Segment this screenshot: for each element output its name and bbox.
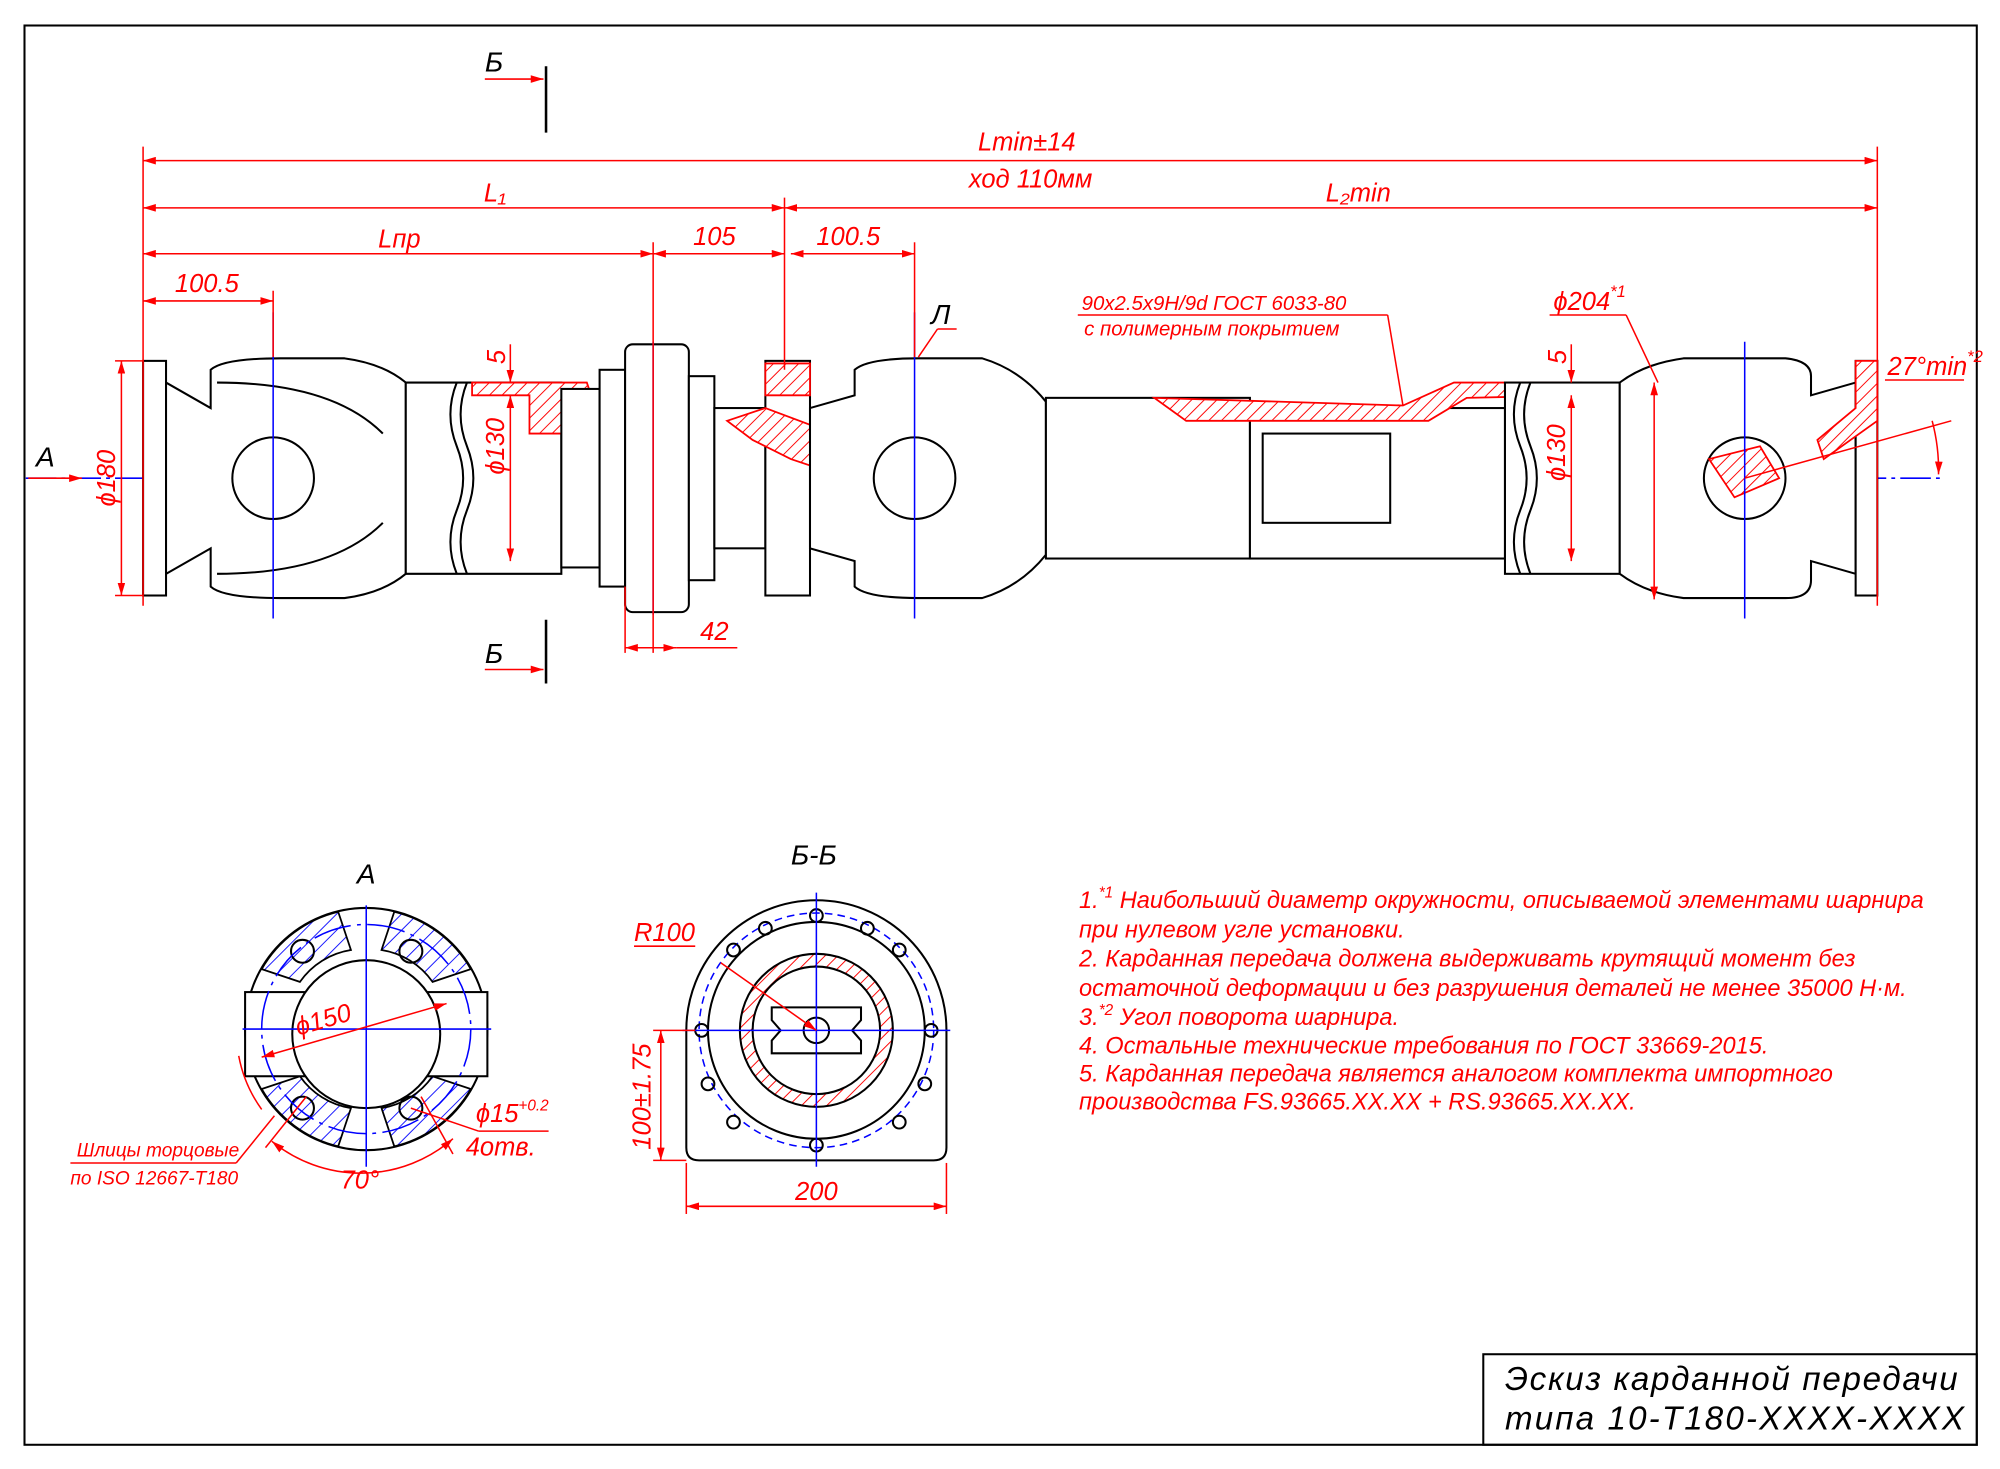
dim-phi150: [261, 1002, 447, 1058]
dim-angle-70: [271, 1138, 454, 1174]
label-42: 42: [700, 618, 728, 646]
label-hole-count: 4отв.: [466, 1133, 536, 1161]
note-2-cont: остаточной деформации и без разрушения д…: [1079, 975, 1907, 1001]
section-bb-title: Б-Б: [791, 840, 837, 871]
label-phi130-left: ϕ130: [482, 418, 510, 475]
label-100-5-right: 100.5: [816, 223, 881, 251]
label-lpr: Lпр: [378, 225, 420, 253]
angle-27-line: [1744, 420, 1952, 479]
label-100-5-left: 100.5: [175, 270, 240, 298]
label-l1: L₁: [484, 179, 506, 207]
label-spline-spec: 90x2.5x9H/9d ГОСТ 6033-80: [1082, 293, 1347, 315]
label-stroke: ход 110мм: [967, 165, 1092, 193]
view-a: А ϕ150 ϕ15+0.2 4отв. 70° Шлицы т: [70, 859, 549, 1195]
technical-notes: 1.*1 Наибольший диаметр окружности, опис…: [1078, 885, 1924, 1115]
section-bb-shaft: [770, 1006, 863, 1055]
note-5: 5. Карданная передача является аналогом …: [1079, 1060, 1833, 1086]
label-5-left: 5: [483, 349, 511, 364]
label-section-b-top: Б: [485, 46, 503, 77]
label-l2min: L₂min: [1326, 179, 1391, 207]
view-a-lug-tr: [380, 910, 473, 983]
left-yoke: [165, 357, 407, 600]
label-angle-70: 70°: [341, 1166, 380, 1194]
label-splines-1: Шлицы торцовые: [77, 1141, 239, 1162]
label-r100: R100: [634, 919, 695, 947]
center-bearing-disk: [624, 343, 690, 614]
title-line-2: типа 10-T180-XXXX-XXXX: [1505, 1400, 1966, 1437]
note-1-cont: при нулевом угле установки.: [1079, 916, 1405, 942]
note-5-cont: производства FS.93665.XX.XX + RS.93665.X…: [1079, 1088, 1636, 1114]
label-view-l: Л: [929, 299, 951, 330]
main-tube: [1044, 396, 1251, 560]
label-105: 105: [693, 223, 736, 251]
spline-leader: [1386, 314, 1404, 406]
title-line-1: Эскиз карданной передачи: [1505, 1361, 1958, 1398]
section-bb: Б-Б R100 100±1.75 200: [629, 840, 951, 1214]
label-section-b-bottom: Б: [485, 638, 503, 669]
note-1: 1.*1 Наибольший диаметр окружности, опис…: [1079, 885, 1924, 913]
note-3: 3.*2 Угол поворота шарнира.: [1079, 1002, 1399, 1030]
left-flange: [142, 359, 168, 597]
sheet-frame: [23, 24, 1978, 1446]
label-phi204: ϕ204*1: [1553, 282, 1625, 316]
label-view-a-arrow: А: [34, 442, 55, 473]
label-lmin: Lmin±14: [978, 128, 1076, 156]
view-a-title: А: [355, 859, 376, 890]
label-width-200: 200: [794, 1178, 838, 1206]
label-phi180: ϕ180: [93, 450, 121, 507]
middle-yoke: [808, 357, 1047, 600]
note-4: 4. Остальные технические требования по Г…: [1079, 1032, 1768, 1058]
note-2: 2. Карданная передача должена выдерживат…: [1078, 946, 1855, 972]
label-5-right: 5: [1544, 349, 1572, 364]
title-block: Эскиз карданной передачи типа 10-T180-XX…: [1482, 1353, 1978, 1446]
label-phi130-right: ϕ130: [1543, 424, 1571, 481]
label-splines-2: по ISO 12667-T180: [70, 1169, 238, 1190]
label-hole-dia: ϕ15+0.2: [476, 1098, 549, 1128]
mid-flange: [764, 359, 812, 597]
center-bearing-housing: [560, 387, 601, 569]
label-height-100: 100±1.75: [629, 1043, 657, 1150]
label-spline-coating: с полимерным покрытием: [1084, 318, 1339, 340]
dim-r100: [720, 962, 817, 1031]
label-angle-27: 27°min*2: [1887, 347, 1983, 381]
main-view: Lmin±14 ход 110мм L₁ L₂min Lпр 105 100.5…: [25, 46, 1983, 684]
